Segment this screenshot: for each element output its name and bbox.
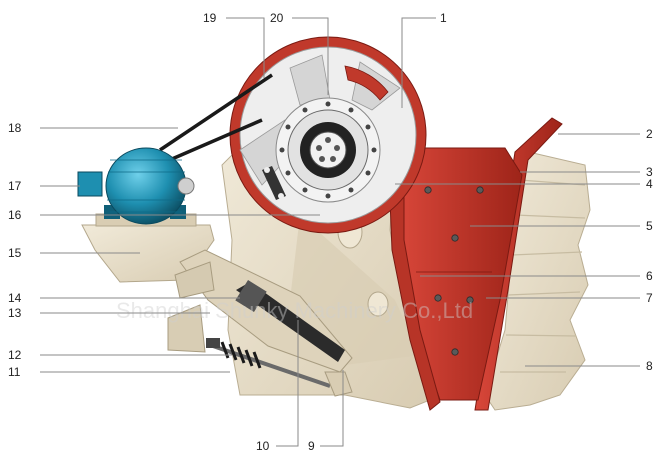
toggle-block — [235, 279, 267, 313]
spring-end-cap — [206, 338, 220, 348]
callout-1: 1 — [440, 11, 447, 25]
callout-3: 3 — [646, 165, 653, 179]
motor-pulley — [177, 177, 195, 195]
left-toggle-wedge — [174, 261, 215, 299]
fixed-frame-ribs — [500, 179, 586, 373]
tension-spring — [220, 341, 262, 369]
callout-2: 2 — [646, 127, 653, 141]
callout-15: 15 — [8, 246, 22, 260]
callout-8: 8 — [646, 359, 653, 373]
callout-19: 19 — [203, 11, 217, 25]
frame-lower-hole — [367, 291, 389, 317]
bottom-lug — [324, 371, 353, 397]
callout-14: 14 — [8, 291, 22, 305]
callout-18: 18 — [8, 121, 22, 135]
fixed-frame-body — [484, 149, 591, 411]
v-belt — [159, 73, 273, 164]
watermark-text: Shanghai Shunky Machinery Co.,Ltd — [116, 298, 473, 323]
callout-13: 13 — [8, 306, 22, 320]
callout-17: 17 — [8, 179, 22, 193]
motor-fins — [107, 159, 185, 213]
spring-bracket — [167, 304, 206, 353]
jaw-bolts — [424, 186, 484, 356]
hub-bolt-ring — [279, 101, 377, 199]
callout-11: 11 — [8, 365, 21, 379]
callout-9: 9 — [308, 439, 315, 453]
callout-16: 16 — [8, 208, 22, 222]
tension-rod — [209, 343, 331, 388]
toggle-plate — [236, 282, 345, 362]
motor-body — [105, 147, 187, 225]
flywheel-counterweight — [344, 65, 389, 101]
callout-7: 7 — [646, 291, 653, 305]
callout-20: 20 — [270, 11, 284, 25]
link-hole-top — [264, 167, 270, 173]
callout-6: 6 — [646, 269, 653, 283]
callout-10: 10 — [256, 439, 270, 453]
callout-5: 5 — [646, 219, 653, 233]
callout-4: 4 — [646, 177, 653, 191]
motor-terminal-box — [77, 171, 103, 197]
link-hole-bottom — [278, 193, 284, 199]
frame-link-plate — [262, 166, 286, 200]
callout-labels: 19 20 1 18 17 16 15 14 13 12 11 10 9 2 3… — [8, 11, 653, 453]
hub-shaft-holes — [316, 137, 340, 162]
callout-12: 12 — [8, 348, 22, 362]
leader-lines — [40, 17, 640, 447]
